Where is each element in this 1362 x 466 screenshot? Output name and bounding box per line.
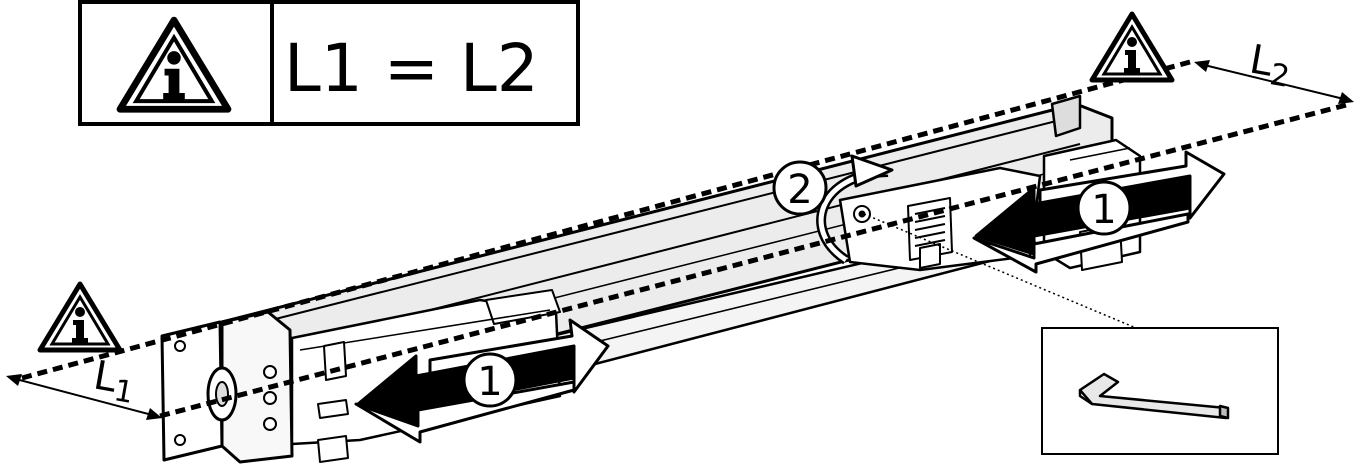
notice-equation: L1 = L2 <box>284 30 539 107</box>
step-1-right-number: 1 <box>1091 187 1116 233</box>
info-warning-icon-right <box>1092 14 1172 80</box>
l2-label: L2 <box>1245 37 1295 95</box>
step-callout-1-left: 1 <box>462 352 518 408</box>
notice-box: L1 = L2 <box>78 0 580 126</box>
info-warning-icon-left <box>40 284 120 350</box>
step-callout-2: 2 <box>772 160 828 216</box>
step-2-number: 2 <box>787 167 812 213</box>
l1-label: L1 <box>89 353 139 411</box>
dimension-l2: L2 <box>1194 37 1354 104</box>
hex-key-icon <box>1078 372 1230 420</box>
reference-lines <box>21 59 1351 419</box>
tool-leader-line <box>863 213 1137 329</box>
rotate-arrow-icon <box>816 154 894 265</box>
tool-inset <box>1041 327 1279 455</box>
step-1-left-number: 1 <box>477 359 502 405</box>
step-callout-1-right: 1 <box>1076 180 1132 236</box>
rail-assembly <box>160 94 1142 464</box>
dimension-l1: L1 <box>6 353 162 420</box>
